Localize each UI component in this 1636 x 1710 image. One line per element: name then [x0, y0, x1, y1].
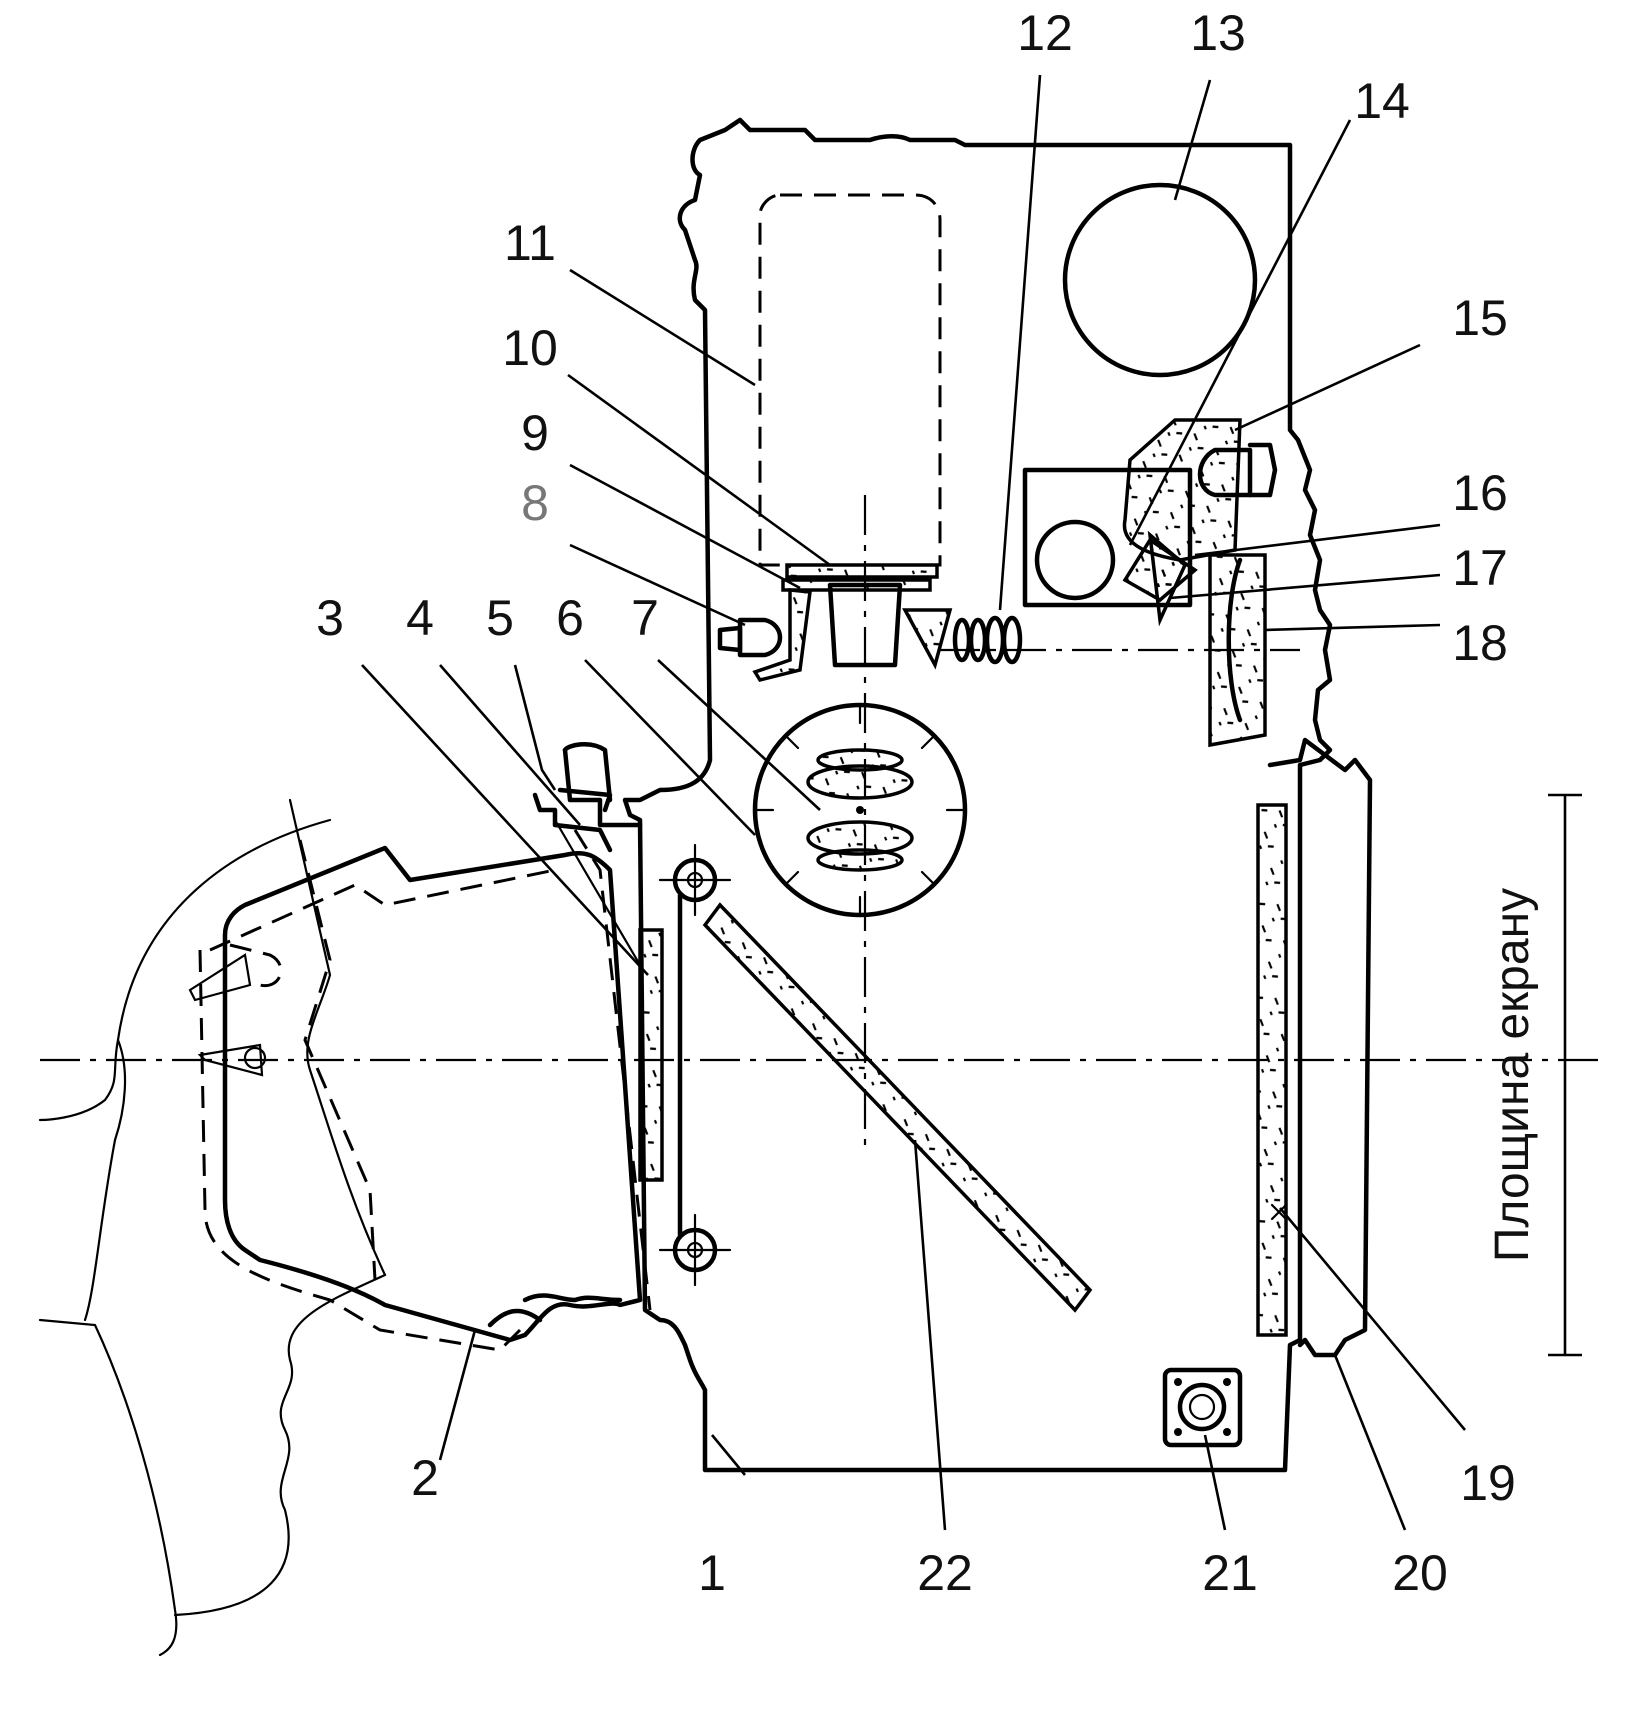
- label-21: 21: [1202, 1545, 1258, 1601]
- label-9: 9: [521, 405, 549, 461]
- label-3: 3: [316, 590, 344, 646]
- lamp-15: [1197, 442, 1278, 498]
- label-6: 6: [556, 590, 584, 646]
- label-20: 20: [1392, 1545, 1448, 1601]
- drum-13: [1062, 182, 1258, 378]
- objective-disc-6-7: [752, 702, 968, 918]
- operator-head-outline: [38, 798, 387, 1657]
- label-12: 12: [1017, 5, 1073, 61]
- lamp-base-9-10: [781, 563, 939, 668]
- label-19: 19: [1460, 1455, 1516, 1511]
- lamp-8: [717, 588, 812, 683]
- label-17: 17: [1452, 540, 1508, 596]
- label-18: 18: [1452, 615, 1508, 671]
- eyepiece-hood: [188, 829, 652, 1352]
- label-11: 11: [504, 215, 556, 271]
- lamp-housing-11: [758, 193, 942, 567]
- pivots: [658, 843, 732, 1287]
- label-15: 15: [1452, 290, 1508, 346]
- label-22: 22: [917, 1545, 973, 1601]
- prism-17: [1147, 530, 1188, 627]
- label-4: 4: [406, 590, 434, 646]
- label-1: 1: [698, 1545, 726, 1601]
- label-2: 2: [411, 1450, 439, 1506]
- lens-group-12: [902, 608, 1023, 670]
- label-16: 16: [1452, 465, 1508, 521]
- label-5: 5: [486, 590, 514, 646]
- prism-15: [1122, 418, 1242, 562]
- label-13: 13: [1190, 5, 1246, 61]
- label-7: 7: [631, 590, 659, 646]
- label-14: 14: [1354, 73, 1410, 129]
- mirror-22: [702, 902, 1093, 1313]
- label-8: 8: [521, 475, 549, 531]
- label-10: 10: [502, 320, 558, 376]
- mirror-18: [1208, 553, 1267, 748]
- screen-plane-dimension: [1548, 793, 1582, 1357]
- leader-lines: [361, 74, 1466, 1531]
- plate-3: [638, 928, 664, 1182]
- connector-21: [1162, 1367, 1243, 1448]
- arm-4-5: [532, 787, 642, 967]
- small-drum: [1034, 519, 1116, 601]
- screen-plane-label: Площина екрану: [1486, 888, 1539, 1262]
- screen-19: [1256, 803, 1288, 1337]
